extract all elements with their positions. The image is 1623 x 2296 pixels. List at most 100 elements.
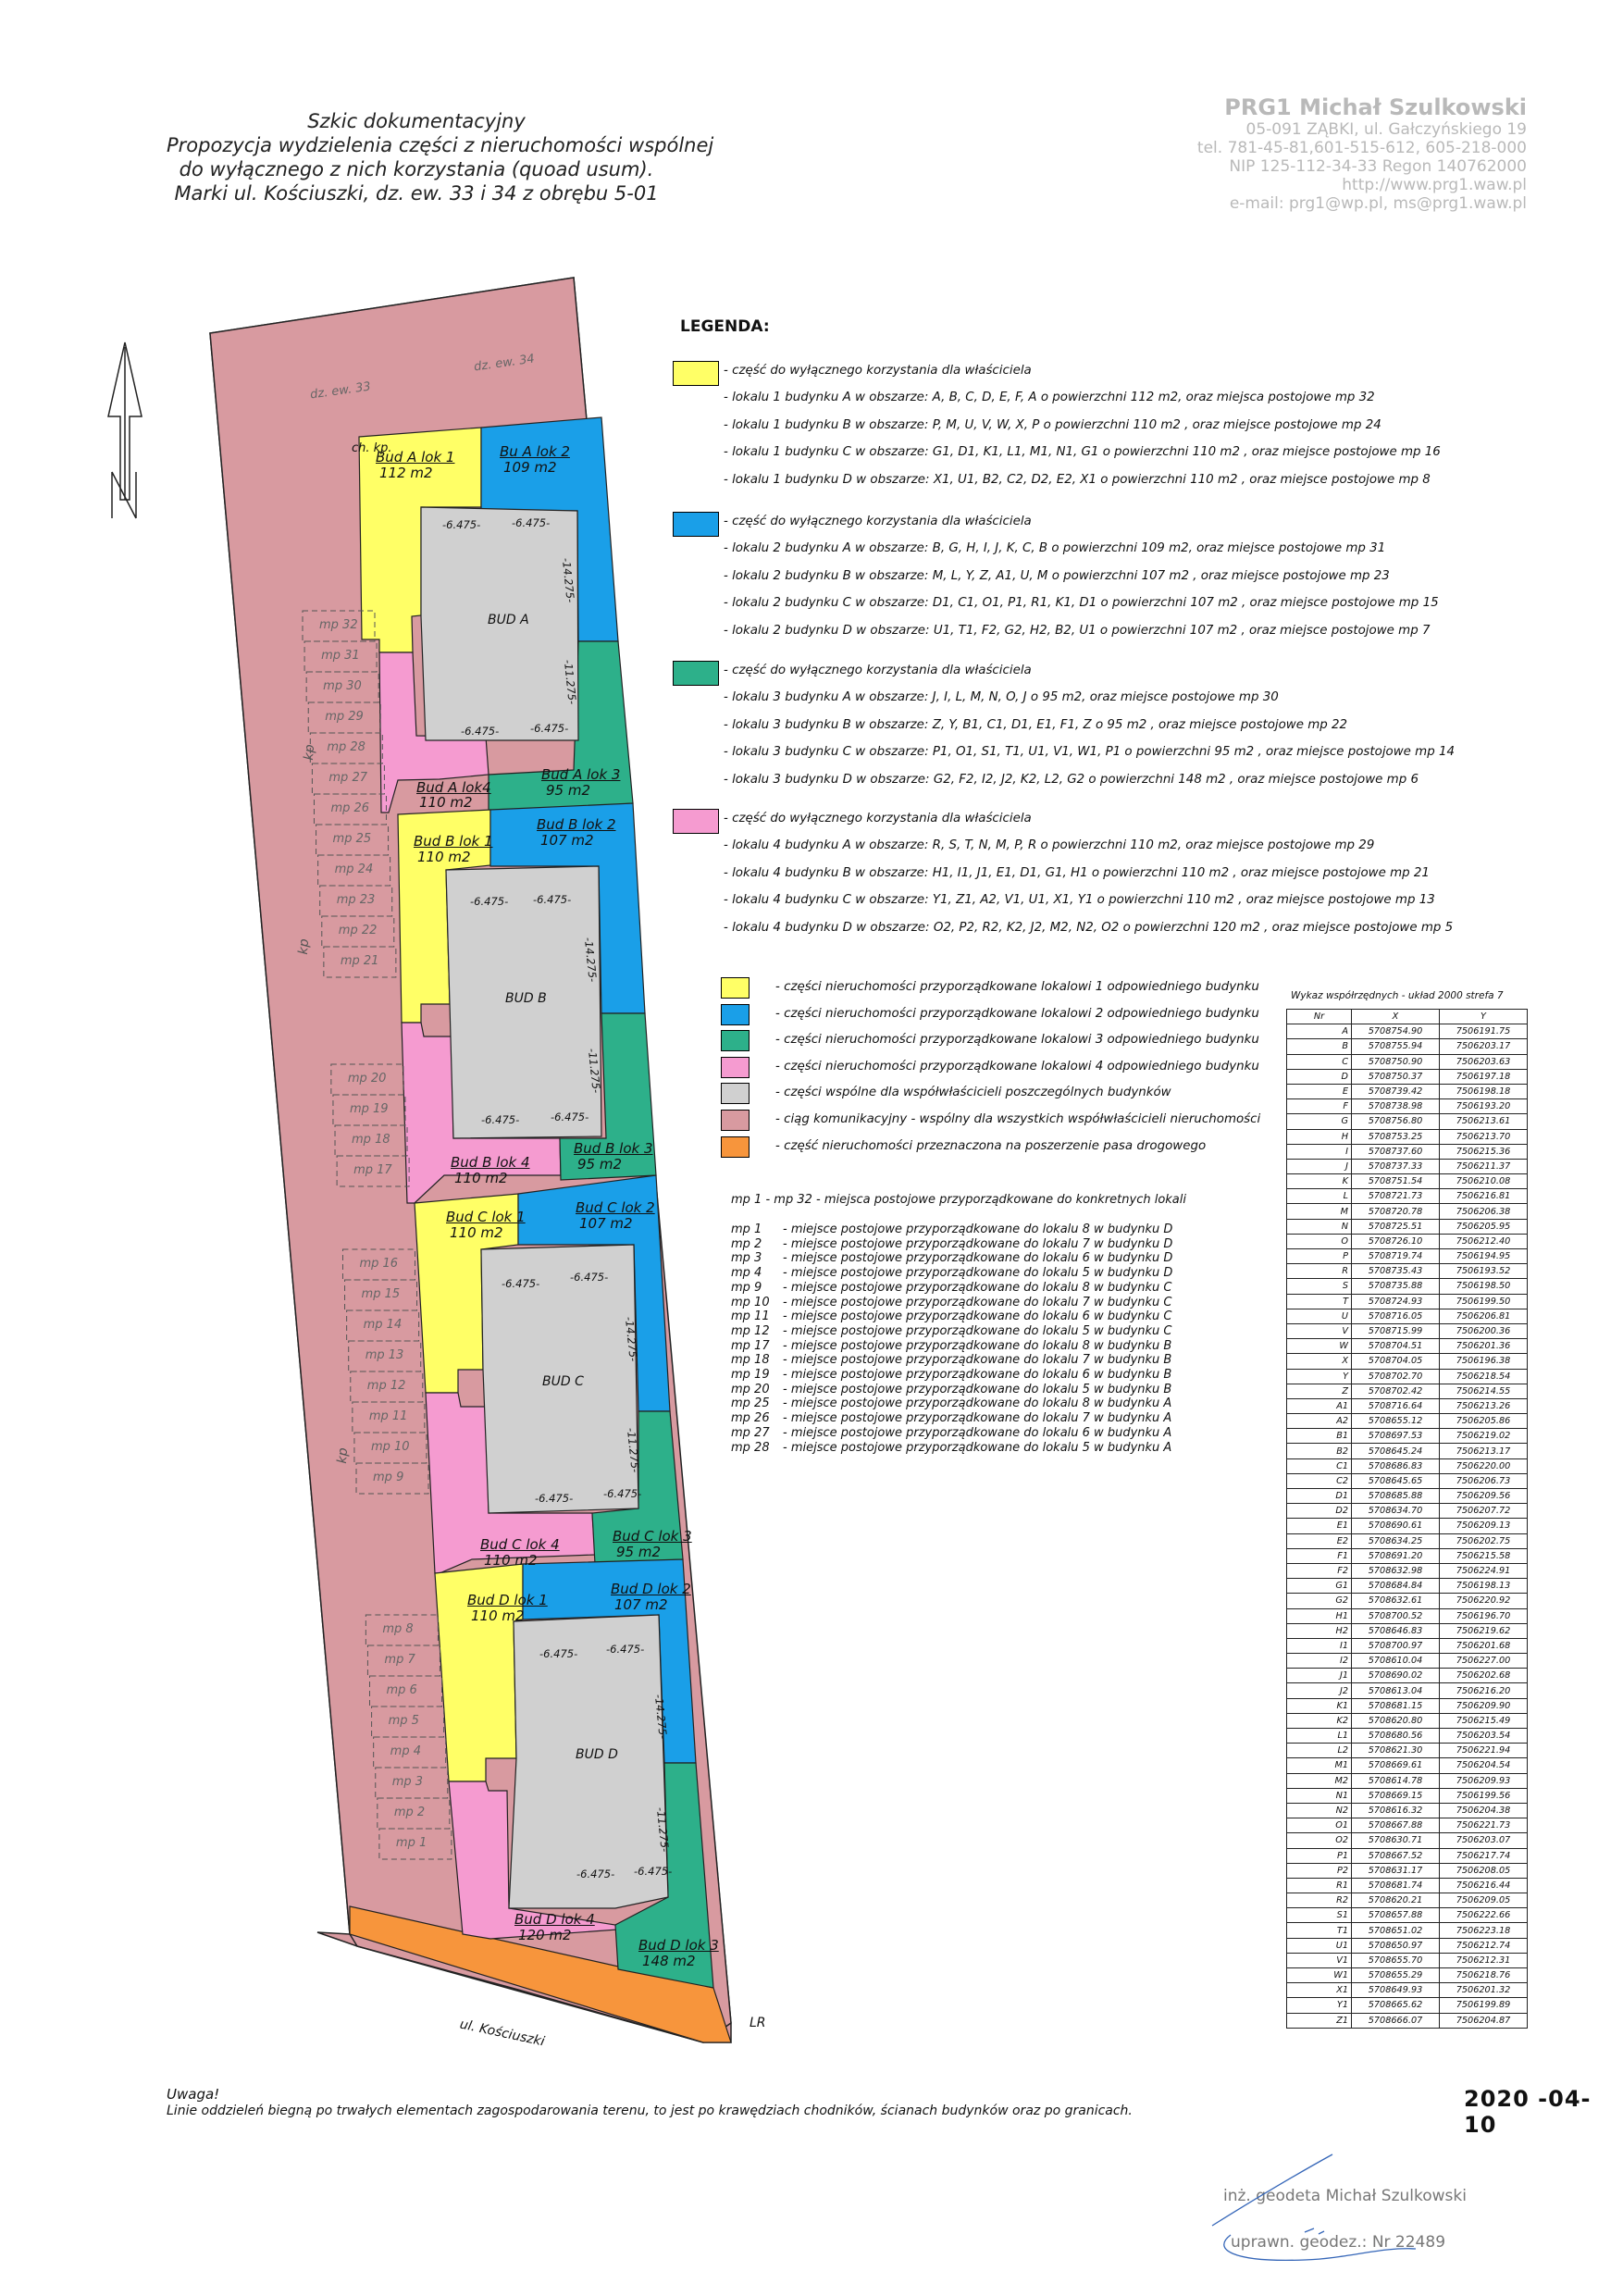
parking-stall xyxy=(336,1155,410,1187)
plot-c-lok4-area: 110 m2 xyxy=(484,1552,538,1569)
parking-stall xyxy=(321,915,395,948)
coords-cell: B2 xyxy=(1286,1443,1352,1459)
coords-cell: I2 xyxy=(1286,1653,1352,1669)
plot-d-lok1-title: Bud D lok 1 xyxy=(467,1592,548,1608)
legend-part-item: - ciąg komunikacyjny - wspólny dla wszys… xyxy=(775,1112,1261,1126)
parking-stall xyxy=(375,1767,449,1799)
coords-cell: 7506219.62 xyxy=(1439,1622,1528,1639)
legend-part-item: - części nieruchomości przyporządkowane … xyxy=(775,1059,1259,1074)
parking-stall-label: mp 11 xyxy=(368,1409,408,1423)
parking-stall xyxy=(330,1063,404,1096)
coords-cell: 7506213.70 xyxy=(1439,1128,1528,1145)
plot-b-lok4-title: Bud B lok 4 xyxy=(451,1154,530,1171)
mp-id: mp 10 xyxy=(731,1295,770,1309)
coords-cell: 5708645.24 xyxy=(1351,1443,1440,1459)
coords-cell: C2 xyxy=(1286,1472,1352,1490)
parking-stall-label: mp 30 xyxy=(323,678,362,693)
legend-item: - lokalu 1 budynku A w obszarze: A, B, C… xyxy=(724,391,1375,404)
mp-desc: - miejsce postojowe przyporządkowane do … xyxy=(783,1338,1172,1353)
parking-stall-label: mp 4 xyxy=(390,1744,421,1758)
coords-cell: 7506203.17 xyxy=(1439,1038,1528,1055)
height-label: -6.475- xyxy=(512,516,551,529)
coords-cell: 7506206.81 xyxy=(1439,1308,1528,1324)
plot-a-lok4-area: 110 m2 xyxy=(419,794,473,811)
coords-cell: 7506197.18 xyxy=(1439,1068,1528,1085)
coords-cell: I xyxy=(1286,1143,1352,1160)
plot-c-lok1-title: Bud C lok 1 xyxy=(446,1209,526,1225)
coords-cell: 5708610.04 xyxy=(1351,1653,1440,1669)
mp-desc: - miejsce postojowe przyporządkowane do … xyxy=(783,1353,1172,1368)
parking-stall-label: mp 24 xyxy=(334,862,374,876)
parking-stall-label: mp 28 xyxy=(327,739,365,754)
coords-cell: S1 xyxy=(1286,1907,1352,1924)
legend-heading: LEGENDA: xyxy=(680,317,770,336)
coords-header-cell: X xyxy=(1351,1008,1440,1025)
coords-cell: S xyxy=(1286,1278,1352,1295)
coords-cell: R xyxy=(1286,1263,1352,1280)
coords-cell: N2 xyxy=(1286,1802,1352,1819)
building-b-label: BUD B xyxy=(505,991,547,1006)
building-c-label: BUD C xyxy=(542,1374,584,1389)
plot-d-lok1-area: 110 m2 xyxy=(471,1607,525,1624)
coords-cell: 7506209.05 xyxy=(1439,1893,1528,1909)
coords-cell: 7506201.68 xyxy=(1439,1637,1528,1655)
coords-cell: O xyxy=(1286,1233,1352,1250)
building-a-common xyxy=(420,506,579,741)
parking-stall-label: mp 14 xyxy=(363,1317,403,1332)
coords-cell: 5708755.94 xyxy=(1351,1038,1440,1055)
plot-b-lok1-area: 110 m2 xyxy=(417,849,471,865)
coords-cell: 7506203.63 xyxy=(1439,1053,1528,1070)
coords-cell: 7506205.86 xyxy=(1439,1413,1528,1430)
parking-stall-label: mp 20 xyxy=(347,1071,387,1086)
parking-stall-label: mp 26 xyxy=(330,800,370,815)
parking-stall-label: mp 3 xyxy=(391,1774,424,1789)
coords-cell: Y1 xyxy=(1286,1997,1352,2014)
plot-b-lok3 xyxy=(559,1012,657,1181)
parking-stall xyxy=(332,1094,406,1126)
legend-item: - lokalu 2 budynku B w obszarze: M, L, Y… xyxy=(724,568,1390,583)
height-label: -6.475- xyxy=(539,1647,578,1660)
coords-cell: 7506196.70 xyxy=(1439,1607,1528,1624)
coords-cell: 5708700.52 xyxy=(1351,1607,1440,1624)
mp-id: mp 25 xyxy=(731,1396,770,1411)
coords-cell: 5708739.42 xyxy=(1351,1083,1440,1100)
mp-id: mp 28 xyxy=(731,1440,770,1455)
parking-stall xyxy=(311,763,385,795)
coords-cell: 7506218.54 xyxy=(1439,1368,1528,1384)
legend-item: - lokalu 2 budynku A w obszarze: B, G, H… xyxy=(724,541,1386,555)
signature-scribble xyxy=(1211,2153,1417,2262)
coords-cell: O2 xyxy=(1286,1832,1352,1849)
mp-desc: - miejsce postojowe przyporządkowane do … xyxy=(783,1440,1172,1455)
coords-cell: L1 xyxy=(1286,1727,1352,1744)
parking-stall xyxy=(323,946,397,978)
mp-id: mp 20 xyxy=(731,1382,770,1396)
north-arrow-icon xyxy=(107,341,142,519)
coords-cell: 7506220.00 xyxy=(1439,1458,1528,1474)
firm-name: PRG1 Michał Szulkowski xyxy=(1224,94,1527,120)
parking-stall xyxy=(316,824,390,856)
plot-a-lok2-area: 109 m2 xyxy=(503,459,557,476)
coords-cell: 5708750.37 xyxy=(1351,1068,1440,1085)
coords-cell: V1 xyxy=(1286,1952,1352,1969)
parking-stall-label: mp 5 xyxy=(388,1713,419,1728)
coords-cell: 7506209.56 xyxy=(1439,1487,1528,1505)
plot-d-lok2-title: Bud D lok 2 xyxy=(611,1581,691,1597)
coords-cell: D2 xyxy=(1286,1503,1352,1520)
kp-label: kp xyxy=(334,1446,352,1465)
mp-desc: - miejsce postojowe przyporządkowane do … xyxy=(783,1309,1172,1324)
coords-cell: 7506220.92 xyxy=(1439,1593,1528,1609)
kp-label: kp xyxy=(301,743,318,762)
coords-cell: Y xyxy=(1286,1368,1352,1384)
coords-cell: H2 xyxy=(1286,1622,1352,1639)
firm-address: 05-091 ZĄBKI, ul. Gałczyńskiego 19 xyxy=(1245,120,1527,139)
coords-cell: 5708665.62 xyxy=(1351,1997,1440,2014)
note-text: Linie oddzieleń biegną po trwałych eleme… xyxy=(167,2104,1133,2118)
